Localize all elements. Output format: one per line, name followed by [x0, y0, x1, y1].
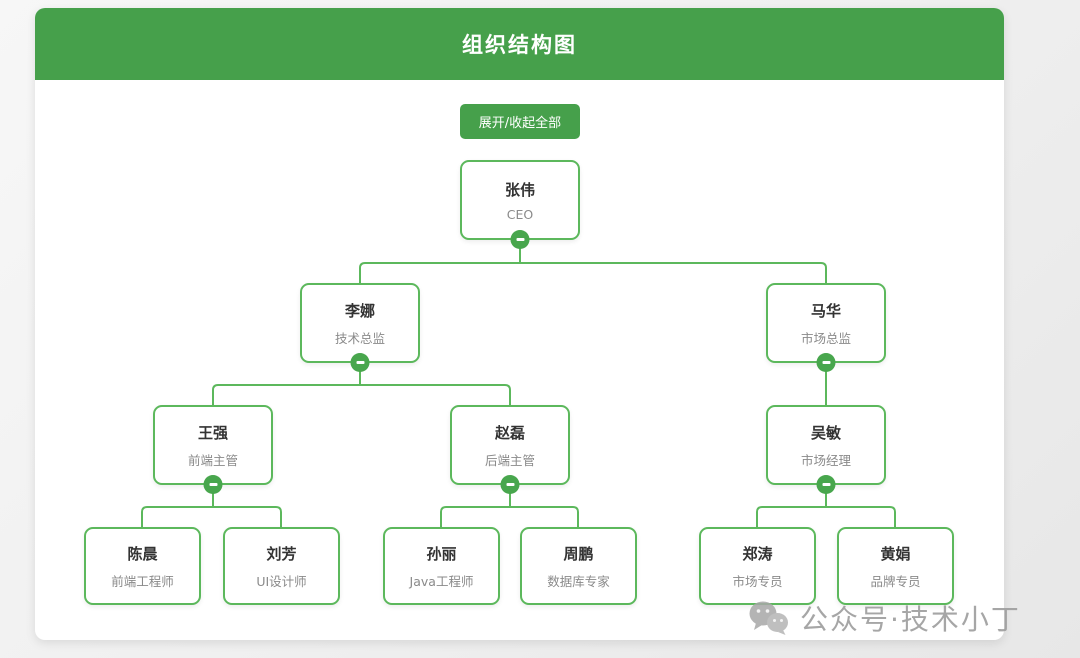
- employee-title: 技术总监: [334, 330, 385, 346]
- collapse-toggle-button[interactable]: [816, 475, 836, 494]
- employee-title: 前端工程师: [111, 573, 174, 589]
- employee-title: 后端主管: [484, 452, 535, 468]
- page-title: 组织结构图: [462, 33, 577, 57]
- org-node-marketing-manager[interactable]: 吴敏 市场经理: [766, 405, 886, 494]
- org-chart-area: 展开/收起全部 张伟 CEO 李娜 技术总监 马华 市场总监 王强 前端主管 赵…: [35, 80, 1004, 640]
- employee-name: 黄娟: [880, 544, 911, 563]
- employee-name: 孙丽: [426, 544, 457, 563]
- employee-name: 郑涛: [742, 544, 773, 563]
- employee-title: Java工程师: [409, 573, 474, 589]
- employee-title: 数据库专家: [547, 573, 610, 589]
- collapse-toggle-button[interactable]: [510, 230, 530, 249]
- org-node-brand-specialist[interactable]: 黄娟 品牌专员: [837, 527, 954, 605]
- employee-name: 吴敏: [810, 423, 841, 442]
- employee-title: CEO: [506, 206, 534, 222]
- collapse-toggle-button[interactable]: [816, 353, 836, 372]
- employee-title: 市场经理: [800, 452, 851, 468]
- employee-name: 周鹏: [563, 544, 594, 563]
- employee-name: 刘芳: [266, 544, 297, 563]
- collapse-toggle-button[interactable]: [500, 475, 520, 494]
- collapse-toggle-button[interactable]: [203, 475, 223, 494]
- card-header: 组织结构图: [35, 8, 1004, 80]
- employee-title: 市场总监: [800, 330, 851, 346]
- minus-icon: [356, 361, 364, 364]
- employee-title: 市场专员: [732, 573, 783, 589]
- org-node-frontend-lead[interactable]: 王强 前端主管: [153, 405, 273, 494]
- org-node-backend-lead[interactable]: 赵磊 后端主管: [450, 405, 570, 494]
- org-node-ceo[interactable]: 张伟 CEO: [460, 160, 580, 249]
- employee-name: 王强: [197, 423, 228, 442]
- minus-icon: [822, 483, 830, 486]
- employee-title: UI设计师: [256, 573, 307, 589]
- org-node-database-expert[interactable]: 周鹏 数据库专家: [520, 527, 637, 605]
- org-node-java-engineer[interactable]: 孙丽 Java工程师: [383, 527, 500, 605]
- employee-name: 赵磊: [494, 423, 525, 442]
- org-chart-card: 组织结构图 展开/收起全部 张伟 CEO: [35, 8, 1004, 640]
- employee-title: 品牌专员: [870, 573, 921, 589]
- org-node-marketing-specialist[interactable]: 郑涛 市场专员: [699, 527, 816, 605]
- minus-icon: [209, 483, 217, 486]
- minus-icon: [506, 483, 514, 486]
- org-node-marketing-director[interactable]: 马华 市场总监: [766, 283, 886, 372]
- org-node-frontend-engineer[interactable]: 陈晨 前端工程师: [84, 527, 201, 605]
- employee-name: 张伟: [504, 180, 535, 199]
- collapse-toggle-button[interactable]: [350, 353, 370, 372]
- minus-icon: [516, 238, 524, 241]
- org-node-ui-designer[interactable]: 刘芳 UI设计师: [223, 527, 340, 605]
- employee-name: 陈晨: [127, 544, 158, 563]
- toggle-all-button[interactable]: 展开/收起全部: [460, 104, 580, 139]
- employee-name: 李娜: [344, 301, 375, 320]
- employee-title: 前端主管: [187, 452, 238, 468]
- employee-name: 马华: [810, 301, 841, 320]
- org-node-tech-director[interactable]: 李娜 技术总监: [300, 283, 420, 372]
- minus-icon: [822, 361, 830, 364]
